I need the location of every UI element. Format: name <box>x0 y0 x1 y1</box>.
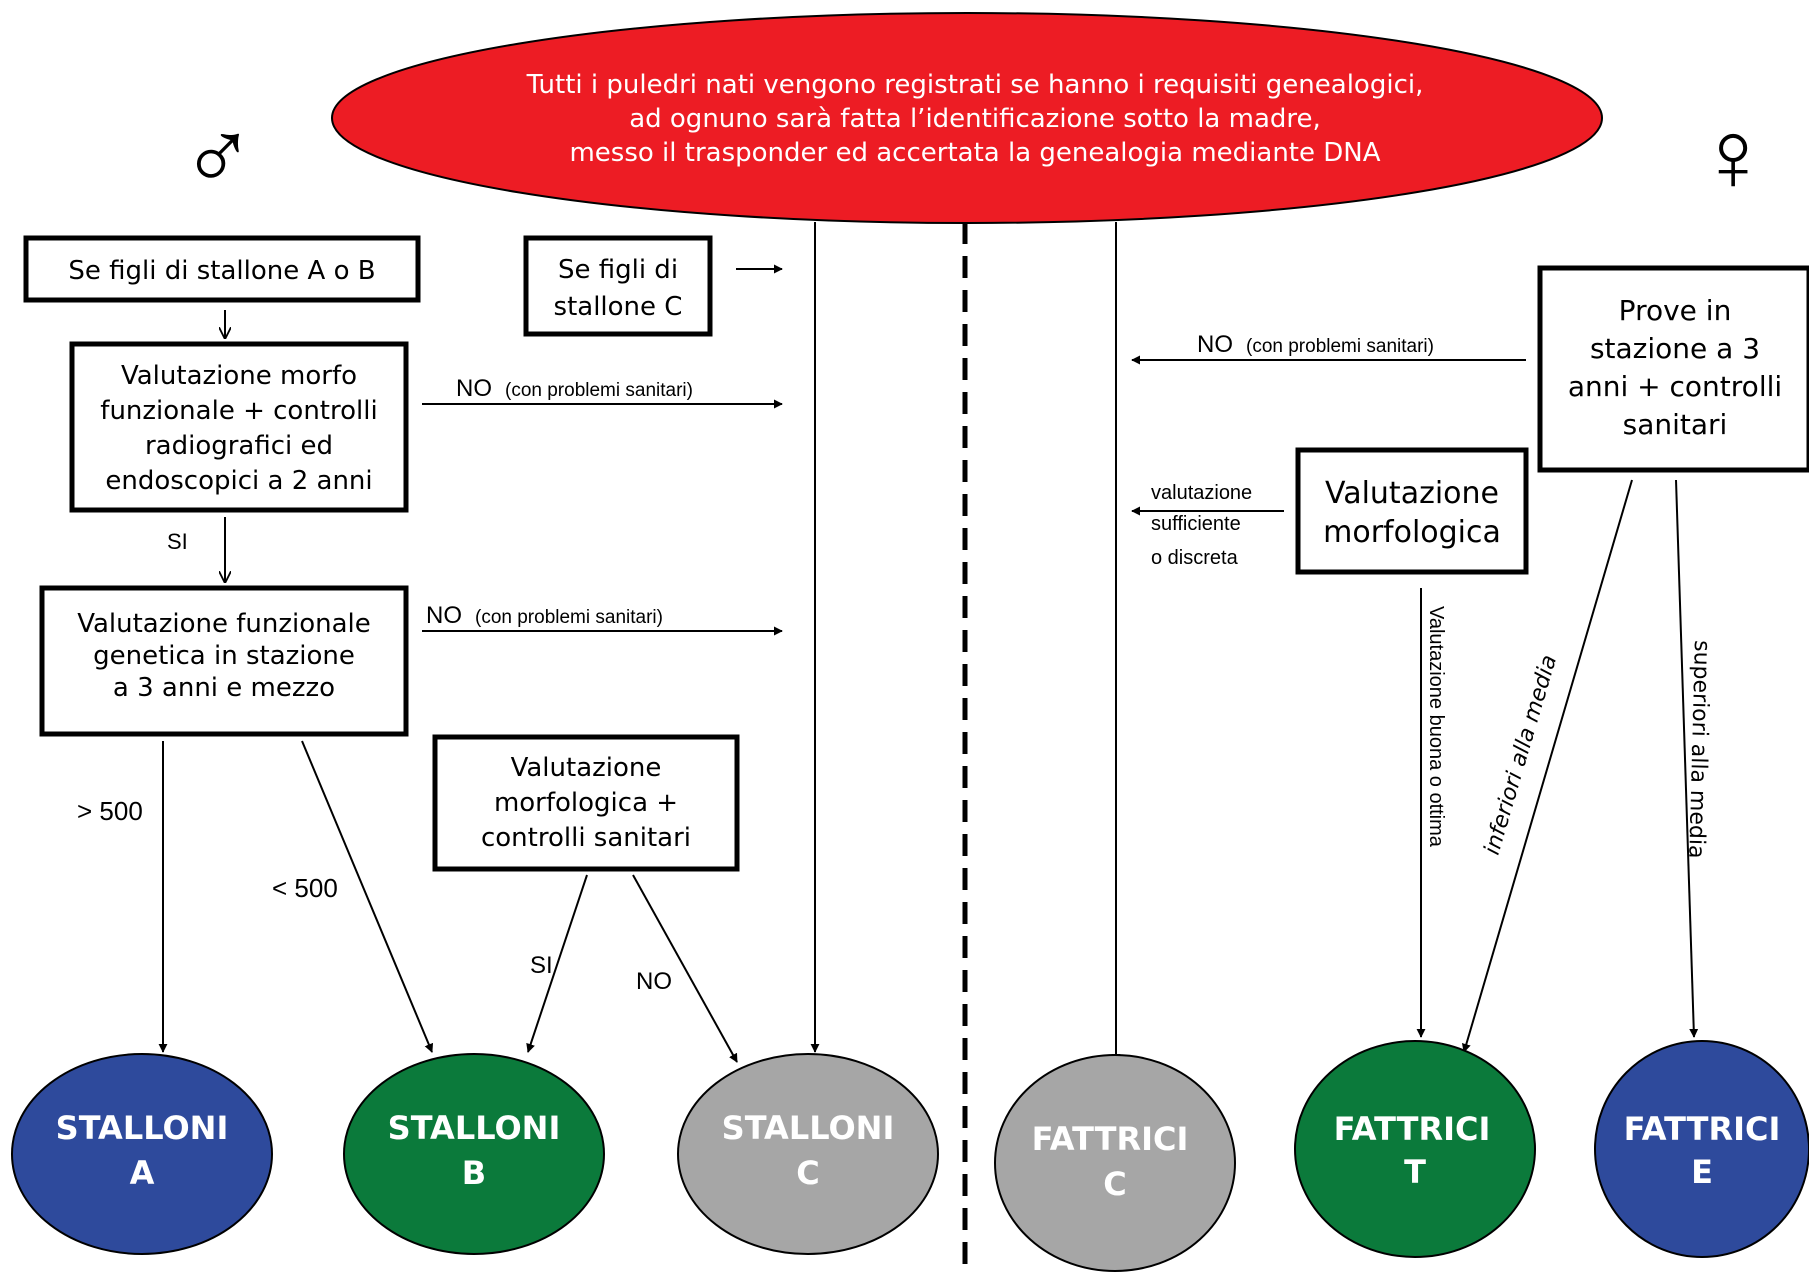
box-morfo-sanitari-line3: controlli sanitari <box>481 823 691 853</box>
oval-fattrici-e <box>1594 1040 1809 1258</box>
box-morfo-funzionale-line3: radiografici ed <box>145 431 333 461</box>
label-no-prove: NO <box>1197 331 1233 358</box>
box-prove-stazione-line1: Prove in <box>1619 294 1732 327</box>
oval-stalloni-b-line1: STALLONI <box>388 1109 561 1147</box>
box-morfo-funzionale-line4: endoscopici a 2 anni <box>105 466 372 496</box>
box-figli-c-line1: Se figli di <box>558 255 678 285</box>
box-valutazione-morfologica-line2: morfologica <box>1323 515 1501 550</box>
box-valutazione-morfologica <box>1295 447 1529 575</box>
box-funzionale-genetica <box>39 585 409 737</box>
oval-stalloni-c-line1: STALLONI <box>722 1109 895 1147</box>
oval-stalloni-a <box>11 1053 273 1255</box>
arrow-prove-inferiori <box>1461 479 1633 1053</box>
oval-stalloni-c <box>677 1053 939 1255</box>
label-gt500: > 500 <box>77 796 143 826</box>
label-lt500: < 500 <box>272 873 338 903</box>
box-prove-stazione-line3: anni + controlli <box>1568 370 1782 403</box>
label-problemi-funz: (con problemi sanitari) <box>475 607 663 628</box>
oval-stalloni-c-line2: C <box>796 1154 819 1192</box>
label-inferiori: inferiori alla media <box>1480 652 1562 857</box>
oval-fattrici-t-line1: FATTRICI <box>1334 1110 1491 1148</box>
box-figli-c-line2: stallone C <box>554 292 683 322</box>
box-prove-stazione-line4: sanitari <box>1623 408 1728 441</box>
box-figli-ab <box>23 235 421 303</box>
box-morfo-sanitari <box>432 734 740 872</box>
oval-stalloni-b <box>343 1053 605 1255</box>
label-problemi-prove: (con problemi sanitari) <box>1246 336 1434 357</box>
label-val-suff-3: o discreta <box>1151 547 1239 569</box>
box-figli-c <box>523 235 713 337</box>
label-problemi-morfo: (con problemi sanitari) <box>505 380 693 401</box>
oval-fattrici-t-line2: T <box>1404 1153 1426 1191</box>
box-funzionale-genetica-line3: a 3 anni e mezzo <box>113 673 335 703</box>
arrow-morfo-san-si <box>526 874 588 1053</box>
box-prove-stazione <box>1537 265 1809 473</box>
top-ellipse-line1: Tutti i puledri nati vengono registrati … <box>526 70 1424 100</box>
box-morfo-funzionale <box>69 341 409 513</box>
male-symbol-icon: ♂ <box>181 100 256 212</box>
box-morfo-funzionale-line2: funzionale + controlli <box>100 396 377 426</box>
box-morfo-sanitari-line2: morfologica + <box>494 788 678 818</box>
oval-fattrici-e-line1: FATTRICI <box>1624 1110 1781 1148</box>
oval-fattrici-e-line2: E <box>1691 1153 1713 1191</box>
top-ellipse-line2: ad ognuno sarà fatta l’identificazione s… <box>629 104 1321 134</box>
box-figli-ab-text: Se figli di stallone A o B <box>68 256 375 286</box>
label-val-buona: Valutazione buona o ottima <box>1425 606 1447 848</box>
box-funzionale-genetica-line2: genetica in stazione <box>93 641 355 671</box>
top-ellipse <box>331 12 1603 224</box>
box-morfo-funzionale-line1: Valutazione morfo <box>121 361 357 391</box>
oval-fattrici-t <box>1294 1040 1536 1258</box>
box-morfo-sanitari-line1: Valutazione <box>511 753 662 783</box>
box-valutazione-morfologica-line1: Valutazione <box>1325 476 1499 511</box>
oval-fattrici-c-line2: C <box>1103 1165 1126 1203</box>
arrow-prove-superiori <box>1675 479 1699 1038</box>
label-si-san: SI <box>530 952 553 979</box>
label-si-morfo: SI <box>167 529 188 554</box>
oval-stalloni-a-line2: A <box>130 1154 155 1192</box>
label-no-morfo: NO <box>456 375 492 402</box>
label-no-funz: NO <box>426 602 462 629</box>
oval-fattrici-c <box>994 1054 1236 1272</box>
box-funzionale-genetica-line1: Valutazione funzionale <box>77 609 371 639</box>
arrow-morfo-san-no <box>632 874 738 1063</box>
oval-fattrici-c-line1: FATTRICI <box>1032 1120 1189 1158</box>
female-symbol-icon: ♀ <box>1696 100 1771 212</box>
oval-stalloni-b-line2: B <box>462 1154 486 1192</box>
label-val-suff-2: sufficiente <box>1151 513 1241 535</box>
label-val-suff-1: valutazione <box>1151 482 1252 504</box>
label-superiori: superiori alla media <box>1683 640 1714 859</box>
oval-stalloni-a-line1: STALLONI <box>56 1109 229 1147</box>
arrow-to-stalloni-b-lt500 <box>301 740 434 1053</box>
top-ellipse-line3: messo il trasponder ed accertata la gene… <box>569 138 1380 168</box>
box-prove-stazione-line2: stazione a 3 <box>1590 332 1760 365</box>
label-no-san: NO <box>636 968 672 995</box>
